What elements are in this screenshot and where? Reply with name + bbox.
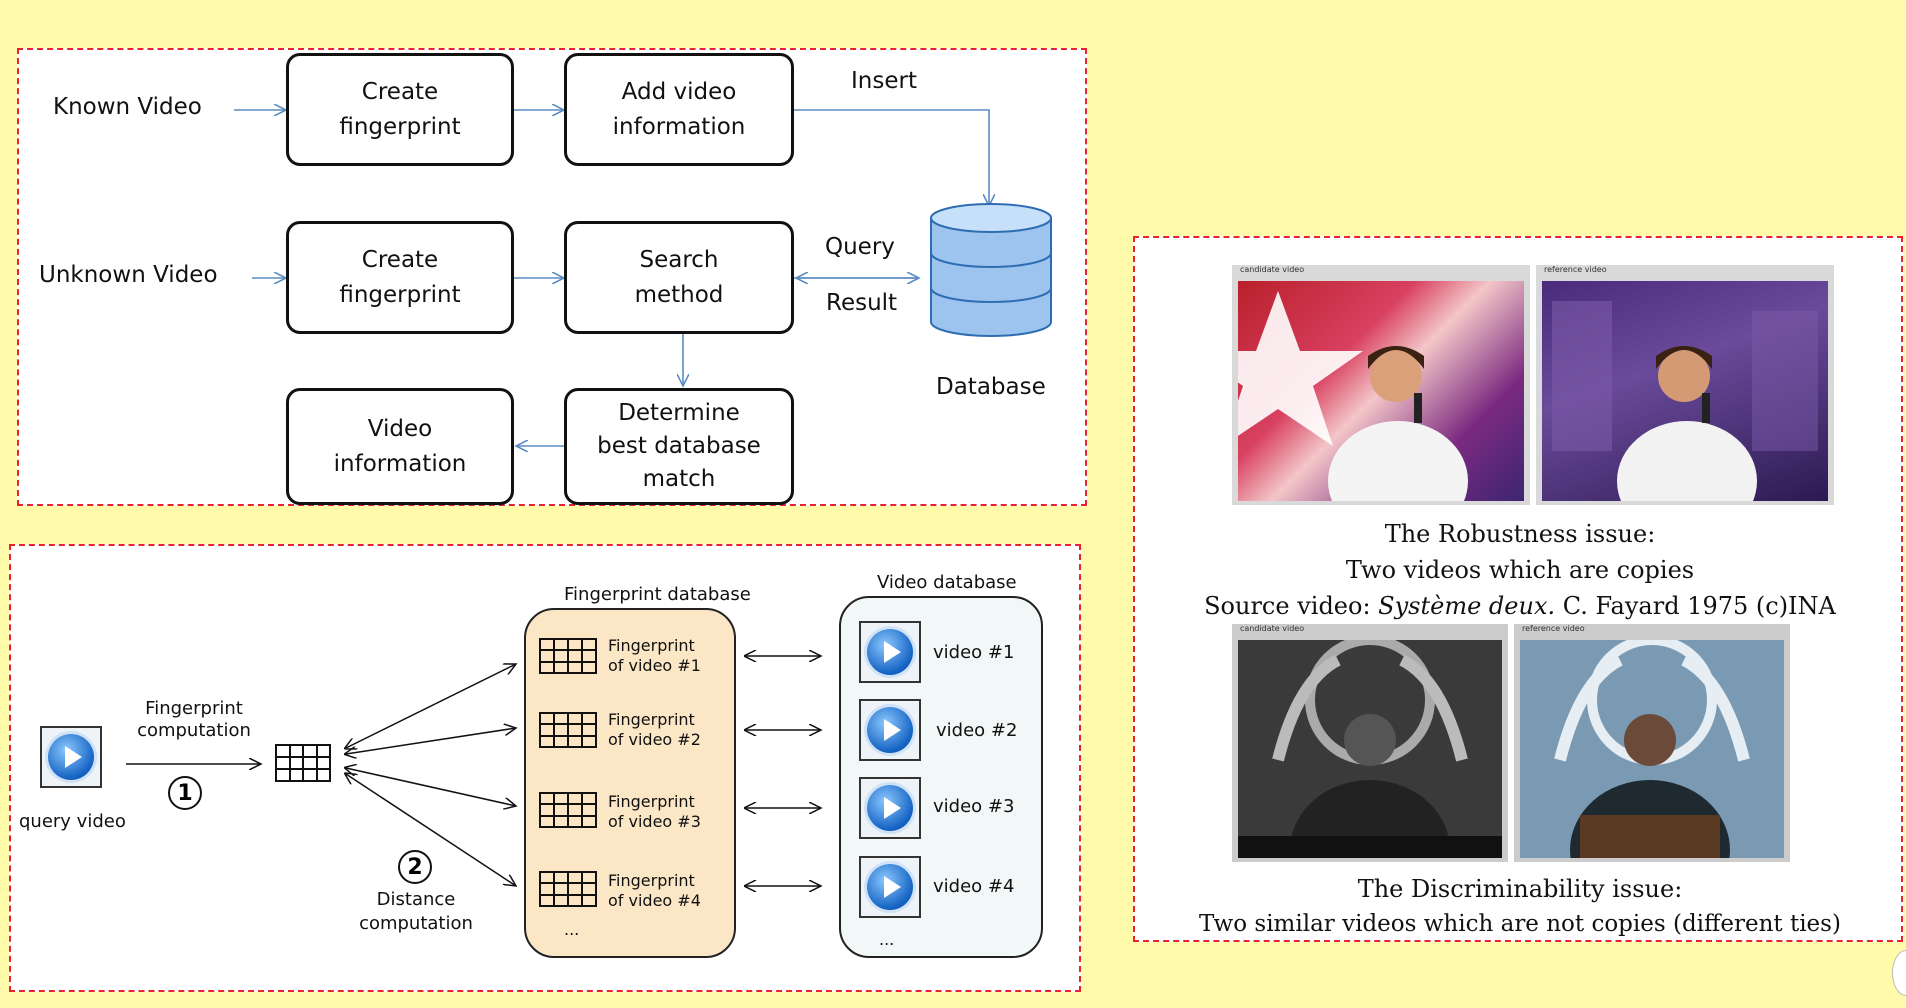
reference-video-caption: reference video	[1544, 265, 1607, 274]
candidate-video-caption: candidate video	[1240, 265, 1305, 274]
database-label: Database	[936, 374, 1046, 400]
issues-panel: candidate video reference video The R	[1133, 236, 1903, 942]
source-suffix: C. Fayard 1975 (c)INA	[1555, 592, 1836, 620]
video-4-play-icon	[859, 856, 921, 918]
video-information-box: Video information	[286, 388, 514, 505]
database-icon	[930, 203, 1052, 337]
query-video-label: query video	[19, 811, 126, 832]
step-1-badge: 1	[168, 776, 202, 810]
query-fingerprint-grid-icon	[275, 744, 331, 782]
video-label-3: video #3	[933, 796, 1015, 817]
unknown-video-label: Unknown Video	[39, 262, 218, 288]
reference-video-caption-2: reference video	[1522, 624, 1585, 633]
robustness-subtitle: Two videos which are copies	[1345, 556, 1695, 584]
known-video-label: Known Video	[53, 94, 202, 120]
fingerprint-database-panel: query video Fingerprint computation 1 2 …	[9, 544, 1081, 992]
fingerprint-grid-icon	[539, 792, 597, 828]
video-ellipsis: ...	[879, 930, 895, 949]
fingerprint-flow-panel: Known Video Unknown Video Create fingerp…	[17, 48, 1087, 506]
speaker-image-candidate	[1238, 640, 1502, 858]
determine-best-match-box: Determine best database match	[564, 388, 794, 505]
video-database-title: Video database	[877, 572, 1017, 593]
insert-label: Insert	[851, 68, 917, 94]
fingerprint-grid-icon	[539, 712, 597, 748]
candidate-video-caption-2: candidate video	[1240, 624, 1305, 633]
video-label-4: video #4	[933, 876, 1015, 897]
reference-video-frame-2: reference video	[1514, 624, 1790, 862]
fingerprint-ellipsis: ...	[564, 920, 580, 939]
discriminability-title: The Discriminability issue:	[1357, 875, 1683, 903]
corner-tab	[1892, 950, 1906, 996]
candidate-video-frame-2: candidate video	[1232, 624, 1508, 862]
step-2-badge: 2	[398, 850, 432, 884]
fingerprint-label-2: Fingerprint of video #2	[608, 710, 701, 749]
source-prefix: Source video:	[1204, 592, 1379, 620]
fingerprint-database-title: Fingerprint database	[564, 584, 751, 605]
fingerprint-database-column	[524, 608, 736, 958]
source-credit: Source video: Système deux. C. Fayard 19…	[1135, 588, 1905, 624]
candidate-video-frame-1: candidate video	[1232, 265, 1530, 505]
query-video-play-icon	[40, 726, 102, 788]
robustness-title: The Robustness issue:	[1384, 520, 1656, 548]
fingerprint-label-1: Fingerprint of video #1	[608, 636, 701, 675]
speaker-image-reference	[1520, 640, 1784, 858]
create-fingerprint-box-known: Create fingerprint	[286, 53, 514, 166]
distance-computation-label: Distance computation	[359, 889, 473, 934]
fingerprint-grid-icon	[539, 871, 597, 907]
flow-arrows	[234, 50, 1052, 508]
fingerprint-computation-label: Fingerprint computation	[137, 698, 251, 741]
video-label-1: video #1	[933, 642, 1015, 663]
singer-image-reference	[1542, 281, 1828, 501]
arrow-insert-to-db	[794, 109, 989, 206]
fingerprint-label-3: Fingerprint of video #3	[608, 792, 701, 831]
discriminability-subtitle: Two similar videos which are not copies …	[1199, 911, 1841, 937]
video-1-play-icon	[859, 621, 921, 683]
video-2-play-icon	[859, 699, 921, 761]
create-fingerprint-box-unknown: Create fingerprint	[286, 221, 514, 334]
fingerprint-grid-icon	[539, 638, 597, 674]
video-3-play-icon	[859, 777, 921, 839]
source-title: Système deux.	[1378, 592, 1556, 620]
fp-arrows	[126, 546, 1083, 994]
query-label: Query	[825, 234, 895, 260]
fingerprint-label-4: Fingerprint of video #4	[608, 871, 701, 910]
result-label: Result	[826, 290, 898, 316]
singer-image-candidate	[1238, 281, 1524, 501]
reference-video-frame-1: reference video	[1536, 265, 1834, 505]
video-label-2: video #2	[936, 720, 1018, 741]
search-method-box: Search method	[564, 221, 794, 334]
add-video-information-box: Add video information	[564, 53, 794, 166]
